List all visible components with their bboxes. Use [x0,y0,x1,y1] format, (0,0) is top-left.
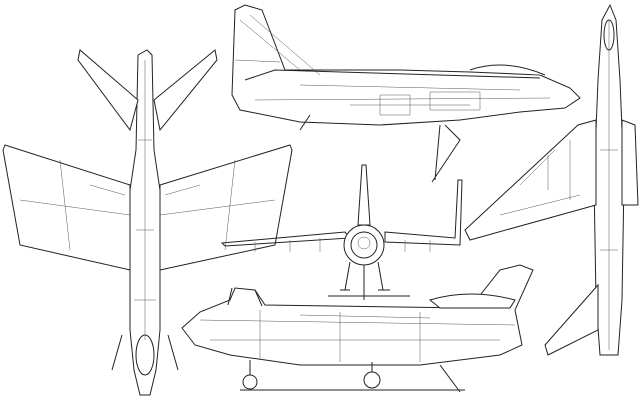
side-view-lower [181,264,534,393]
top-view [2,49,293,396]
side-view-upper [231,4,581,183]
front-view [220,164,463,300]
bottom-view-rotated [464,3,639,356]
